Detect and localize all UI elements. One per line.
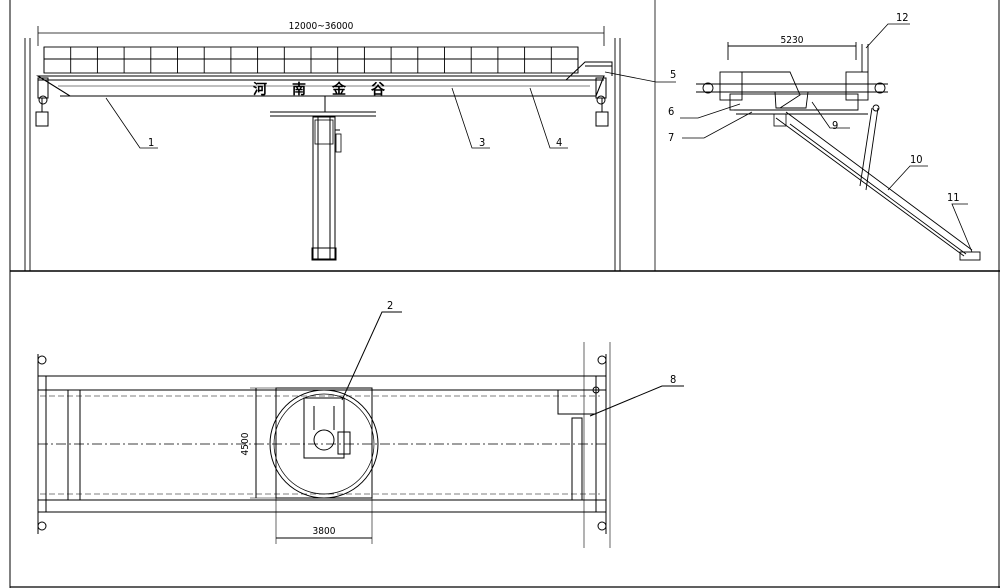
girder-char-3: 金	[331, 81, 347, 98]
plan-view: 4500 3800 2 8	[37, 299, 684, 548]
callout-1: 1	[148, 136, 154, 149]
building-columns	[24, 38, 621, 271]
callout-6: 6	[668, 105, 674, 118]
callout-3: 3	[479, 136, 485, 149]
girder-char-1: 河	[253, 81, 267, 98]
front-elevation-view: 12000~36000	[24, 21, 676, 271]
callout-2: 2	[387, 299, 393, 312]
callout-10: 10	[910, 153, 923, 166]
drawing-frame	[9, 0, 1000, 588]
callout-4: 4	[556, 136, 562, 149]
drive-unit	[565, 61, 613, 81]
wheel-base-dimension-label: 5230	[781, 35, 804, 46]
span-dimension: 12000~36000	[37, 21, 605, 46]
girder-char-2: 南	[292, 81, 306, 98]
side-elevation-view: 5230 12 6 7 9 10 11	[668, 11, 981, 261]
trolley-mast	[270, 96, 376, 261]
callout-8: 8	[670, 373, 676, 386]
callout-12: 12	[896, 11, 909, 24]
callout-5: 5	[670, 68, 676, 81]
width-dimension-label: 4500	[240, 432, 251, 455]
main-girder	[36, 75, 605, 97]
walkway-railing	[43, 46, 579, 74]
slewing-dimension-label: 3800	[313, 526, 336, 537]
right-end-truck	[595, 77, 609, 127]
callout-7: 7	[668, 131, 674, 144]
girder-char-4: 谷	[371, 82, 386, 98]
callout-9: 9	[832, 119, 838, 132]
span-dimension-label: 12000~36000	[289, 21, 354, 32]
left-end-truck	[35, 77, 49, 127]
callout-11: 11	[947, 191, 960, 204]
girder-lettering: 河 南 金 谷	[253, 81, 386, 98]
front-view-leaders	[105, 71, 676, 149]
